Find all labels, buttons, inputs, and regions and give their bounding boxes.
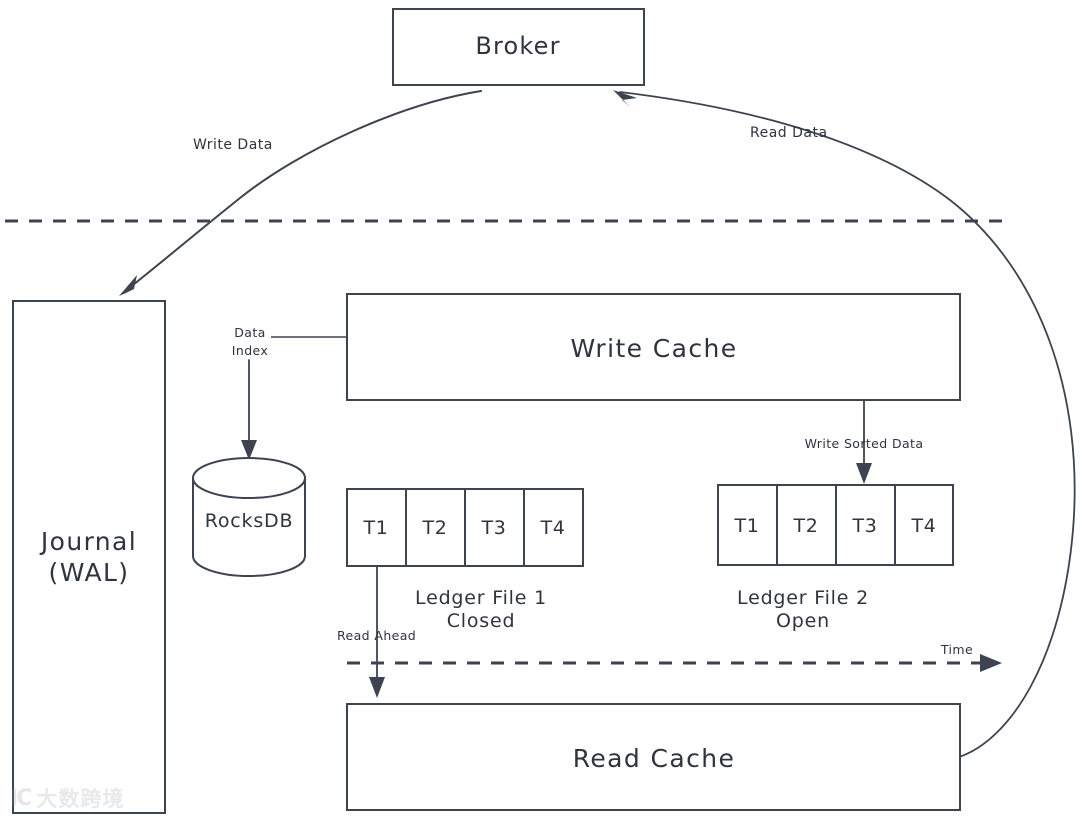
read-data-arrowhead: [613, 90, 637, 107]
rocksdb-cylinder-body[interactable]: [192, 478, 306, 577]
rocksdb-cylinder-top[interactable]: [192, 457, 306, 499]
ledger2-cell-0[interactable]: [717, 484, 778, 566]
time-axis-label: Time: [940, 642, 973, 657]
write-cache-label: Write Cache: [570, 334, 737, 363]
ledger2-cell-2-label: T3: [852, 515, 878, 537]
ledger2-cell-1[interactable]: [776, 484, 837, 566]
ledger1-caption-line1: Ledger File 1: [415, 587, 547, 609]
write-cache-box[interactable]: [346, 293, 961, 401]
write-sorted-data-arrowhead: [856, 463, 872, 484]
write-data-label: Write Data: [193, 137, 273, 153]
broker-box[interactable]: [392, 8, 645, 86]
read-ahead-arrowhead: [369, 677, 385, 698]
read-data-arrow: [619, 91, 1076, 758]
rocksdb-label: RocksDB: [205, 510, 294, 532]
write-data-arrowhead: [119, 275, 137, 296]
ledger2-cell-3[interactable]: [894, 484, 954, 566]
data-index-arrowhead: [241, 440, 257, 460]
data-index-label-line1: Data: [234, 325, 265, 340]
read-ahead-label: Read Ahead: [337, 628, 416, 643]
ledger1-cell-3-label: T4: [540, 517, 566, 539]
time-axis-arrowhead: [980, 654, 1002, 672]
ledger1-cell-0[interactable]: [346, 488, 407, 567]
read-cache-label: Read Cache: [573, 744, 736, 773]
ledger1-cell-2-label: T3: [481, 517, 507, 539]
ledger2-cell-2[interactable]: [835, 484, 896, 566]
ledger1-cell-2[interactable]: [464, 488, 525, 567]
journal-label-line2: (WAL): [49, 558, 130, 587]
ledger2-cell-3-label: T4: [911, 515, 937, 537]
ledger2-caption-line2: Open: [776, 610, 830, 632]
broker-label: Broker: [475, 32, 560, 60]
journal-wal-box[interactable]: [12, 300, 166, 814]
read-data-label: Read Data: [750, 125, 828, 141]
write-sorted-data-label: Write Sorted Data: [805, 436, 924, 451]
read-cache-box[interactable]: [346, 703, 961, 811]
ledger2-caption-line1: Ledger File 2: [737, 587, 869, 609]
journal-label-line1: Journal: [39, 527, 137, 556]
data-index-label-line2: Index: [232, 343, 268, 358]
ledger1-cell-0-label: T1: [363, 517, 389, 539]
ledger1-cell-1-label: T2: [422, 517, 448, 539]
ledger2-cell-0-label: T1: [734, 515, 760, 537]
ledger1-caption-line2: Closed: [447, 610, 516, 632]
write-data-arrow: [123, 90, 482, 293]
ledger2-cell-1-label: T2: [793, 515, 819, 537]
ledger1-cell-3[interactable]: [523, 488, 584, 567]
